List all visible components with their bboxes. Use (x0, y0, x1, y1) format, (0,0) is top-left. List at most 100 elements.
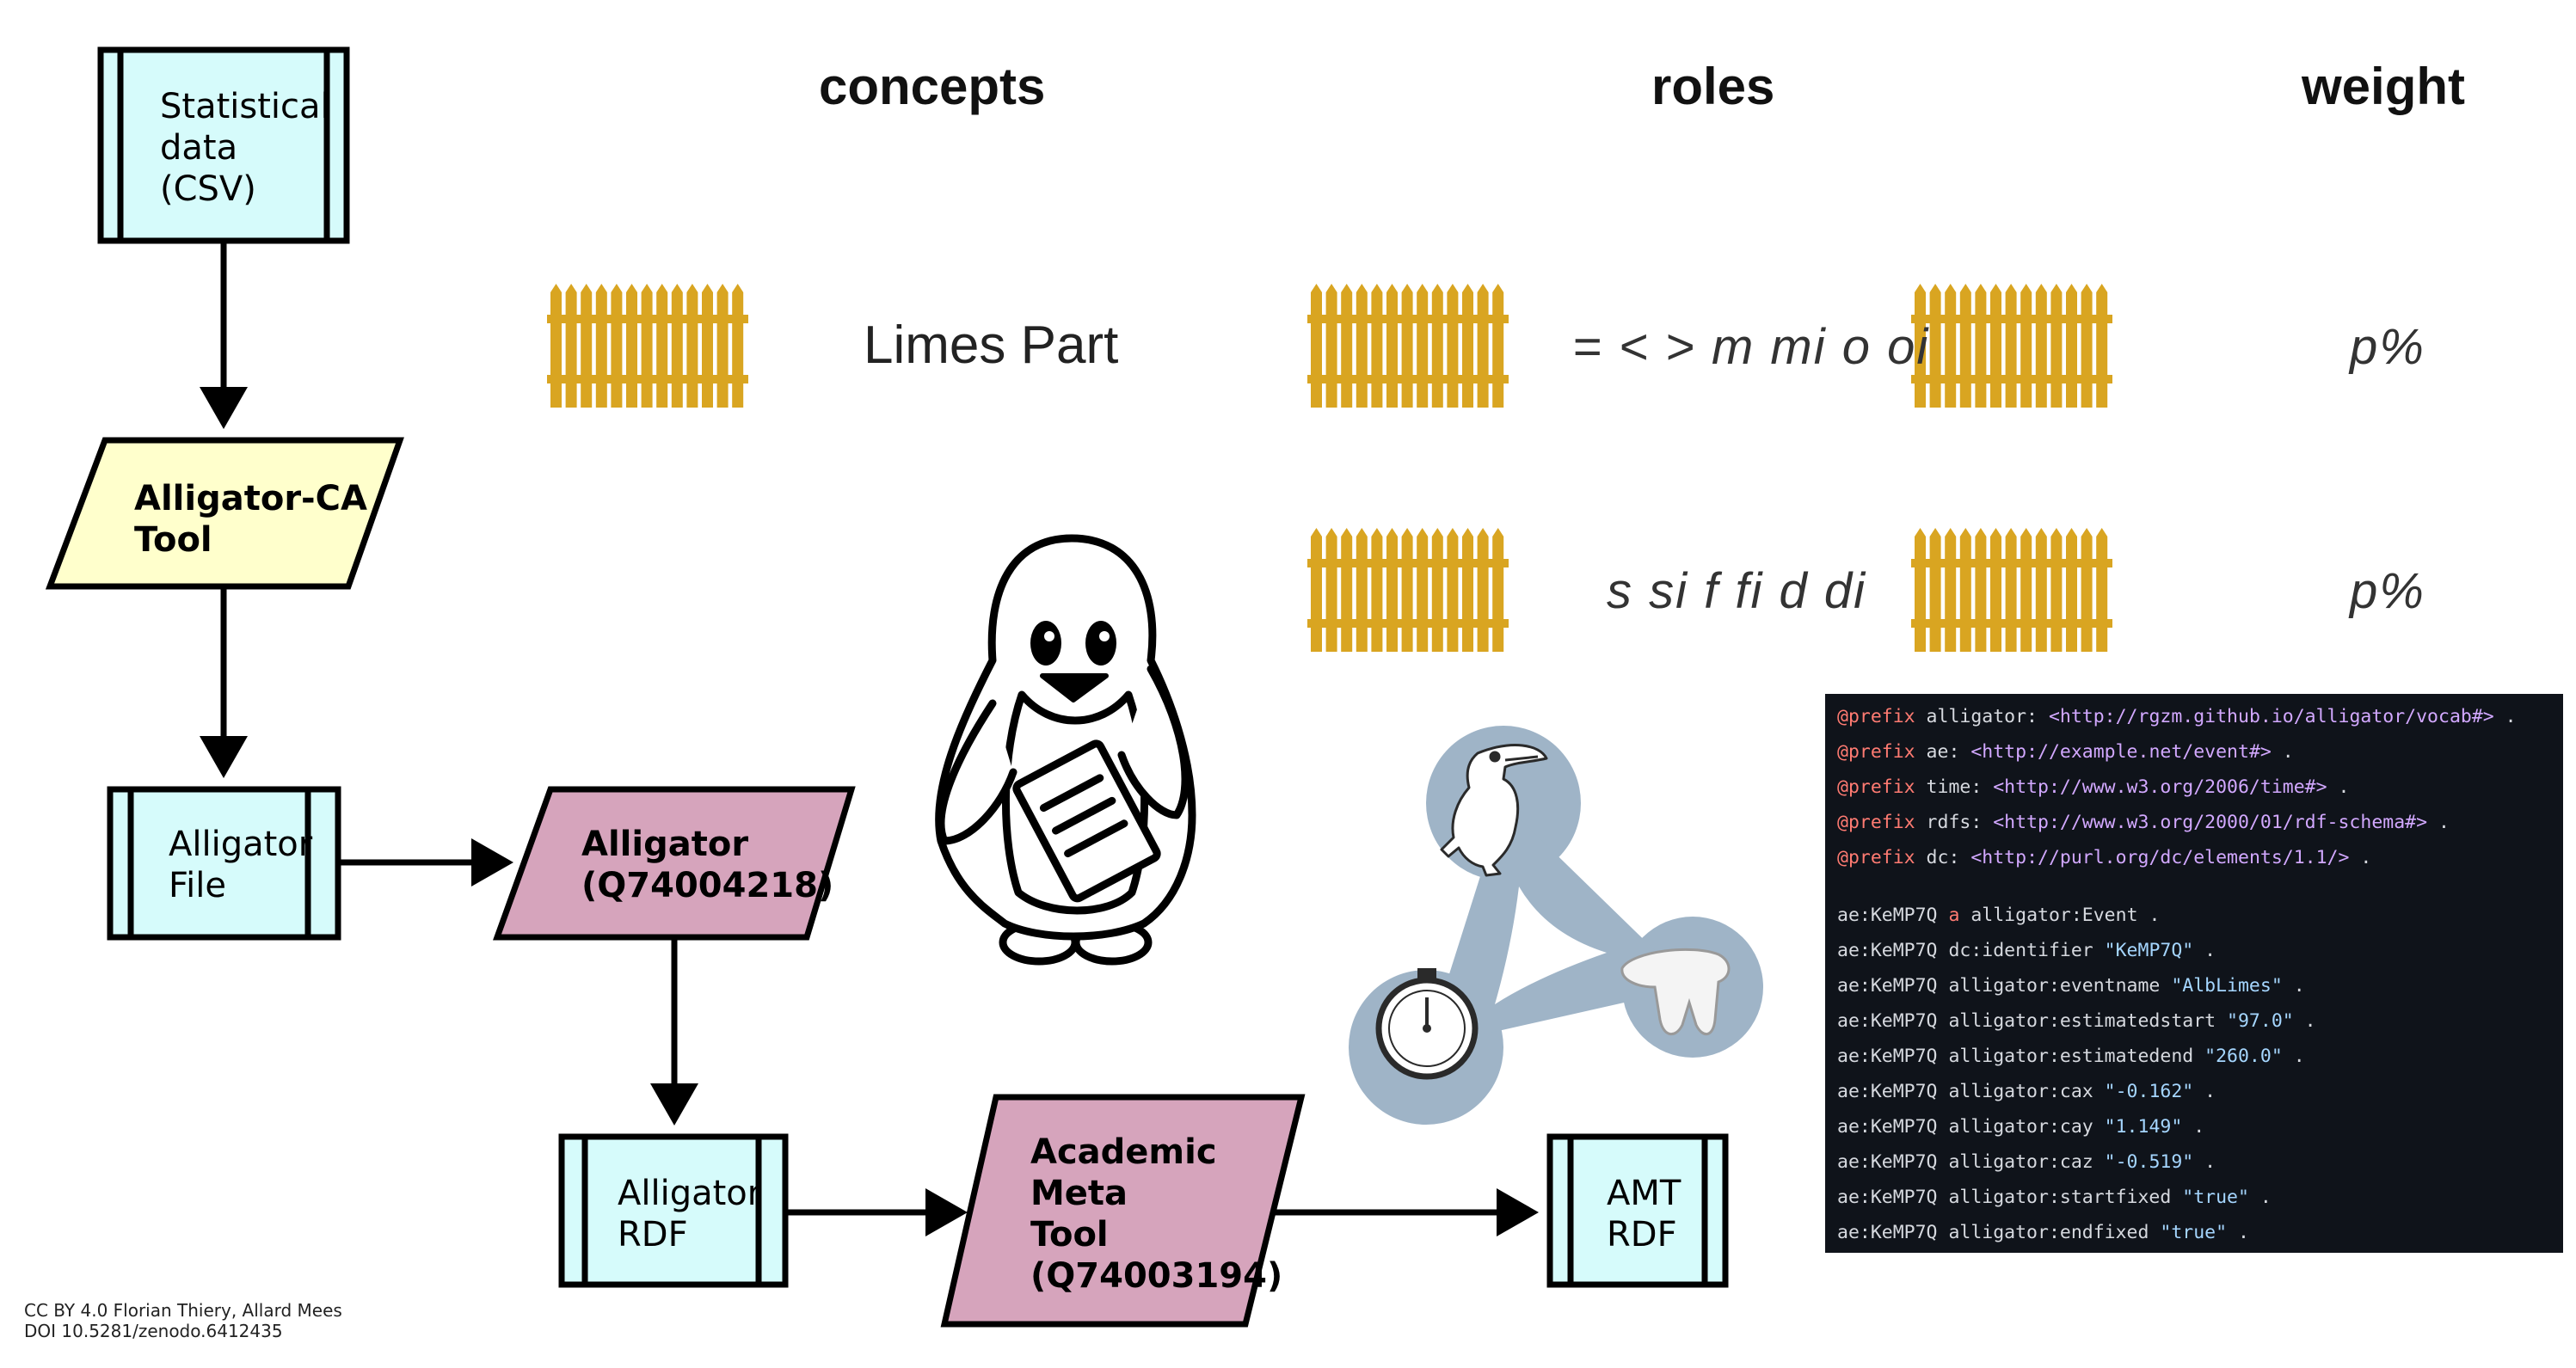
fence-icon (1911, 284, 2112, 408)
code-token: @prefix (1837, 741, 1915, 763)
code-token: . (2193, 1151, 2216, 1173)
code-line: ae:KeMP7Q alligator:cax "-0.162" . (1837, 1081, 2216, 1102)
code-token: "true" (2182, 1187, 2249, 1208)
turtle-code-panel: @prefix alligator: <http://rgzm.github.i… (1825, 694, 2563, 1253)
ca-tool-node (45, 437, 404, 590)
alligator-icon (1440, 744, 1548, 877)
code-line: @prefix time: <http://www.w3.org/2006/ti… (1837, 776, 2349, 798)
code-line: ae:KeMP7Q dc:identifier "KeMP7Q" . (1837, 940, 2216, 961)
code-token: . (2193, 940, 2216, 961)
code-token: dc: (1915, 847, 1971, 868)
doi-text: DOI 10.5281/zenodo.6412435 (24, 1321, 283, 1341)
alligator-file-label: Alligator File (169, 825, 313, 905)
code-token: ae:KeMP7Q alligator:startfixed (1837, 1187, 2183, 1208)
weight-header: weight (2302, 58, 2465, 115)
code-line: @prefix ae: <http://example.net/event#> … (1837, 741, 2294, 763)
code-token: "260.0" (2204, 1046, 2283, 1067)
code-token: rdfs: (1915, 812, 1994, 833)
code-token: time: (1915, 776, 1994, 798)
code-token: <http://rgzm.github.io/alligator/vocab#> (2048, 706, 2494, 727)
code-token: ae:KeMP7Q alligator:cax (1837, 1081, 2105, 1102)
code-token: . (2193, 1081, 2216, 1102)
code-token: "97.0" (2227, 1010, 2294, 1032)
weight-row2: p% (2350, 563, 2425, 619)
amt-rdf-label: AMT RDF (1607, 1174, 1681, 1255)
role-symbols-row2: s si f fi d di (1607, 563, 1866, 619)
code-token: ae: (1915, 741, 1971, 763)
code-token: "-0.162" (2104, 1081, 2194, 1102)
code-line: ae:KeMP7Q alligator:cay "1.149" . (1837, 1116, 2204, 1138)
statistical-data-node (97, 46, 350, 244)
code-line: @prefix rdfs: <http://www.w3.org/2000/01… (1837, 812, 2450, 833)
code-token: @prefix (1837, 812, 1915, 833)
code-token: . (2493, 706, 2517, 727)
code-token: @prefix (1837, 706, 1915, 727)
code-line: ae:KeMP7Q alligator:endfixed "true" . (1837, 1222, 2249, 1243)
fence-icon (1307, 284, 1509, 408)
code-line: @prefix dc: <http://purl.org/dc/elements… (1837, 847, 2371, 868)
code-token: <http://www.w3.org/2006/time#> (1993, 776, 2327, 798)
code-token: "-0.519" (2104, 1151, 2194, 1173)
fence-icon (1911, 528, 2112, 652)
code-token: . (2282, 1046, 2305, 1067)
code-line: ae:KeMP7Q alligator:startfixed "true" . (1837, 1187, 2272, 1208)
code-token: ae:KeMP7Q dc:identifier (1837, 940, 2105, 961)
amt-rdf-node (1546, 1133, 1729, 1288)
alligator-file-node (107, 786, 341, 941)
code-token: . (2282, 975, 2305, 997)
code-token: <http://purl.org/dc/elements/1.1/> (1970, 847, 2350, 868)
statistical-data-label: Statistical data (CSV) (160, 87, 330, 209)
code-token: ae:KeMP7Q alligator:eventname (1837, 975, 2172, 997)
alligator-rdf-node (558, 1133, 789, 1288)
code-token: "true" (2160, 1222, 2228, 1243)
code-token: . (2227, 1222, 2249, 1243)
code-token: <http://www.w3.org/2000/01/rdf-schema#> (1993, 812, 2428, 833)
fence-icon (1307, 528, 1509, 652)
code-token: . (2427, 812, 2450, 833)
code-token: a (1948, 905, 1960, 926)
code-token: ae:KeMP7Q alligator:estimatedend (1837, 1046, 2205, 1067)
alligator-rdf-label: Alligator RDF (618, 1174, 762, 1255)
code-token: "KeMP7Q" (2104, 940, 2194, 961)
code-line: ae:KeMP7Q alligator:eventname "AlbLimes"… (1837, 975, 2305, 997)
code-line: ae:KeMP7Q a alligator:Event . (1837, 905, 2160, 926)
concept-limes-part: Limes Part (864, 316, 1119, 375)
amt-wikidata-node (940, 1094, 1306, 1328)
code-token: "1.149" (2104, 1116, 2183, 1138)
stopwatch-icon (1375, 968, 1479, 1080)
code-token: ae:KeMP7Q alligator:endfixed (1837, 1222, 2161, 1243)
code-token: . (2248, 1187, 2272, 1208)
amt-wikidata-label: Academic Meta Tool (Q74003194) (1030, 1132, 1283, 1296)
code-token: "AlbLimes" (2171, 975, 2283, 997)
alligator-wikidata-node (493, 786, 856, 941)
code-token: . (2182, 1116, 2205, 1138)
license-text: CC BY 4.0 Florian Thiery, Allard Mees (24, 1300, 342, 1321)
code-token: <http://example.net/event#> (1970, 741, 2272, 763)
code-token: alligator: (1915, 706, 2049, 727)
code-token: ae:KeMP7Q alligator:estimatedstart (1837, 1010, 2228, 1032)
code-token: ae:KeMP7Q alligator:caz (1837, 1151, 2105, 1173)
code-token: @prefix (1837, 847, 1915, 868)
code-token: alligator:Event . (1959, 905, 2161, 926)
penguin-icon (935, 534, 1196, 966)
code-token: @prefix (1837, 776, 1915, 798)
code-token: . (2327, 776, 2350, 798)
roles-header: roles (1651, 58, 1775, 115)
code-line: ae:KeMP7Q alligator:estimatedstart "97.0… (1837, 1010, 2316, 1032)
code-token: . (2271, 741, 2294, 763)
concepts-header: concepts (819, 58, 1046, 115)
role-symbols-row1: = < > m mi o oi (1572, 319, 1930, 375)
code-line: @prefix alligator: <http://rgzm.github.i… (1837, 706, 2517, 727)
code-token: ae:KeMP7Q alligator:cay (1837, 1116, 2105, 1138)
weight-row1: p% (2350, 319, 2425, 375)
tooth-icon (1620, 948, 1731, 1035)
code-line: ae:KeMP7Q alligator:caz "-0.519" . (1837, 1151, 2216, 1173)
code-token: . (2293, 1010, 2316, 1032)
rdf-network-graphic (1349, 726, 1763, 1125)
ca-tool-label: Alligator-CA Tool (134, 479, 367, 560)
alligator-wikidata-label: Alligator (Q74004218) (581, 825, 834, 905)
code-line: ae:KeMP7Q alligator:estimatedend "260.0"… (1837, 1046, 2305, 1067)
fence-icon (547, 284, 748, 408)
code-token: . (2349, 847, 2372, 868)
